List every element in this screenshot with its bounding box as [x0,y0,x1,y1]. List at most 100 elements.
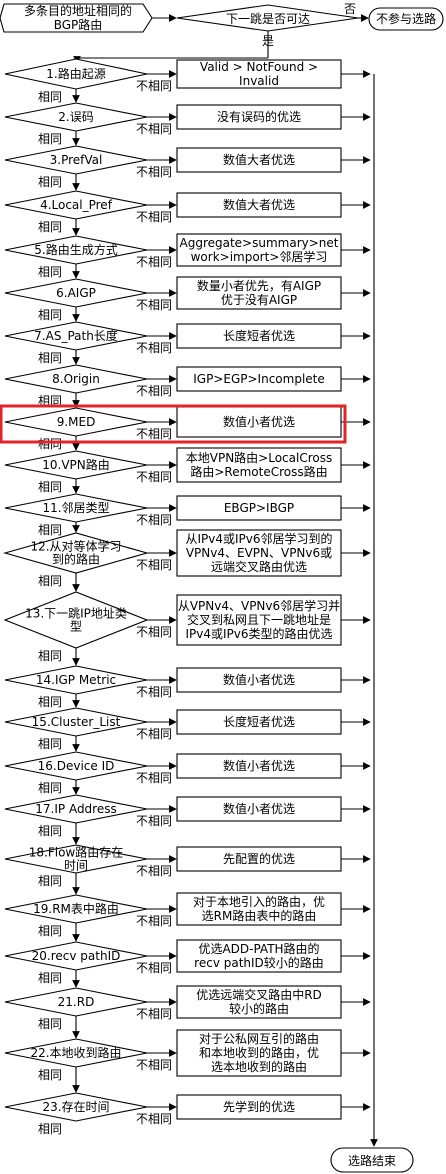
same-label: 相同 [38,351,62,365]
step-17-rule-box [176,796,342,822]
diff-label: 不相同 [136,625,172,639]
step-18-rule: 先配置的优选 [223,851,295,866]
step-11-rule: EBGP>IBGP [224,501,294,515]
step-18-label: 时间 [64,859,88,873]
step-9-highlight-frame [0,404,347,444]
start-hexagon [0,3,153,33]
step-22: 22.本地收到路由不相同对于公私网互引的路由和本地收到的路由，优选本地收到的路由… [4,1029,371,1093]
diff-label: 不相同 [136,513,172,527]
end-label: 选路结束 [348,1153,396,1168]
same-label: 相同 [38,523,62,537]
same-label: 相同 [38,781,62,795]
same-label: 相同 [38,1122,62,1136]
step-6-rule: 数量小者优先，有AIGP [197,278,321,293]
step-13-rule: 交叉到私网且下一跳地址是 [187,612,331,627]
step-12-rule: 远端交叉路由优选 [211,559,307,574]
step-5-label: 5.路由生成方式 [34,242,117,257]
step-21-rule: 较小的路由 [229,1001,289,1016]
step-15-rule: 长度短者优选 [223,714,295,729]
step-10-label: 10.VPN路由 [42,457,110,472]
step-6-rule-box [176,276,342,310]
precheck-label: 下一跳是否可达 [226,12,310,26]
step-20-rule: 优选ADD-PATH路由的 [198,941,319,956]
step-9-label: 9.MED [57,415,96,429]
step-6-label: 6.AIGP [56,286,96,300]
step-12-label: 12.从对等体学习 [30,539,121,554]
step-3-rule-box [176,147,342,173]
diff-label: 不相同 [136,727,172,741]
diff-label: 不相同 [136,384,172,398]
diff-label: 不相同 [136,685,172,699]
same-label: 相同 [38,175,62,189]
step-5-rule: Aggregate>summary>net [180,236,339,250]
step-9-rule: 数值小者优选 [223,414,295,429]
step-23-rule: 先学到的优选 [223,1099,295,1114]
step-1-rule-box [176,59,342,89]
same-label: 相同 [38,737,62,751]
step-14-rule: 数值小者优选 [223,672,295,687]
step-13-rule: IPv4或IPv6类型的路由优选 [185,626,332,641]
diff-label: 不相同 [136,771,172,785]
step-16-rule-box [176,753,342,779]
step-2-label: 2.误码 [58,110,93,124]
step-12-rule: VPNv4、EVPN、VPNv6或 [186,546,332,560]
diff-label: 不相同 [136,864,172,878]
step-12-rule: 从IPv4或IPv6邻居学习到的 [185,531,332,546]
diff-label: 不相同 [136,255,172,269]
step-21-rule: 优选远端交叉路由中RD [196,987,322,1002]
step-12: 12.从对等体学习到的路由不相同从IPv4或IPv6邻居学习到的VPNv4、EV… [2,529,371,592]
step-18-label: 18.Flow路由存在 [29,845,123,860]
step-19-rule: 选RM路由表中的路由 [202,908,317,923]
step-11-label: 11.邻居类型 [42,501,109,515]
step-19-rule: 对于本地引入的路由，优 [193,894,325,909]
diff-label: 不相同 [136,961,172,975]
step-8-label: 8.Origin [52,372,100,386]
step-23-label: 23.存在时间 [42,1100,109,1114]
same-label: 相同 [38,265,62,279]
step-2-rule-box [176,104,342,130]
start-label-line-2: BGP路由 [54,17,103,32]
same-label: 相同 [38,574,62,588]
diff-label: 不相同 [136,814,172,828]
step-18-rule-box [176,846,342,872]
same-label: 相同 [38,480,62,494]
step-5-rule: work>import>邻居学习 [191,249,328,264]
same-label: 相同 [38,1068,62,1082]
diff-label: 不相同 [136,122,172,136]
step-10-rule: 路由>RemoteCross路由 [190,464,327,479]
step-1-rule: Invalid [239,74,279,88]
step-18: 18.Flow路由存在时间不相同先配置的优选相同 [4,844,371,895]
step-7-rule: 长度短者优选 [223,328,295,343]
step-7-label: 7.AS_Path长度 [34,328,118,343]
same-label: 相同 [38,695,62,709]
step-13-label: 型 [70,620,82,634]
end-node [330,1147,414,1173]
same-label: 相同 [38,437,62,451]
reject-label: 不参与选路 [376,11,436,26]
step-22-rule: 选本地收到的路由 [211,1059,307,1074]
step-17-label: 17.IP Address [35,802,116,816]
step-12-label: 到的路由 [52,552,100,567]
same-label: 相同 [38,924,62,938]
diff-label: 不相同 [136,298,172,312]
step-15-label: 15.Cluster_List [32,715,121,729]
same-label: 相同 [38,1017,62,1031]
step-16-label: 16.Device ID [38,759,115,773]
step-4-label: 4.Local_Pref [40,198,113,212]
diff-label: 不相同 [136,1058,172,1072]
diff-label: 不相同 [136,470,172,484]
